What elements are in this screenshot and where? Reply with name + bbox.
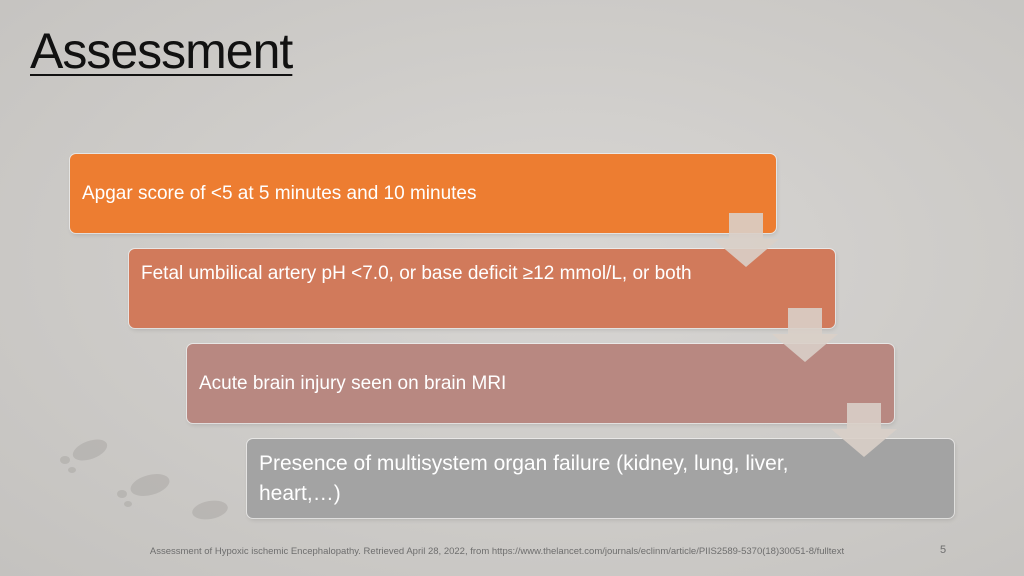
slide-title: Assessment xyxy=(30,23,293,79)
process-step-1: Apgar score of <5 at 5 minutes and 10 mi… xyxy=(70,154,776,233)
process-step-4: Presence of multisystem organ failure (k… xyxy=(247,439,954,518)
down-arrow-icon xyxy=(831,403,897,457)
down-arrow-icon xyxy=(713,213,779,267)
process-step-2-text: Fetal umbilical artery pH <7.0, or base … xyxy=(141,263,692,284)
down-arrow-icon xyxy=(772,308,838,362)
process-step-3: Acute brain injury seen on brain MRI xyxy=(187,344,894,423)
slide-number: 5 xyxy=(940,544,947,556)
process-step-2: Fetal umbilical artery pH <7.0, or base … xyxy=(129,249,835,328)
process-step-1-text: Apgar score of <5 at 5 minutes and 10 mi… xyxy=(82,183,477,204)
process-step-3-text: Acute brain injury seen on brain MRI xyxy=(199,373,507,394)
footer-citation: Assessment of Hypoxic ischemic Encephalo… xyxy=(149,546,845,557)
footprints-decoration xyxy=(60,439,228,520)
process-step-4-text: Presence of multisystem organ failure (k… xyxy=(259,452,789,505)
